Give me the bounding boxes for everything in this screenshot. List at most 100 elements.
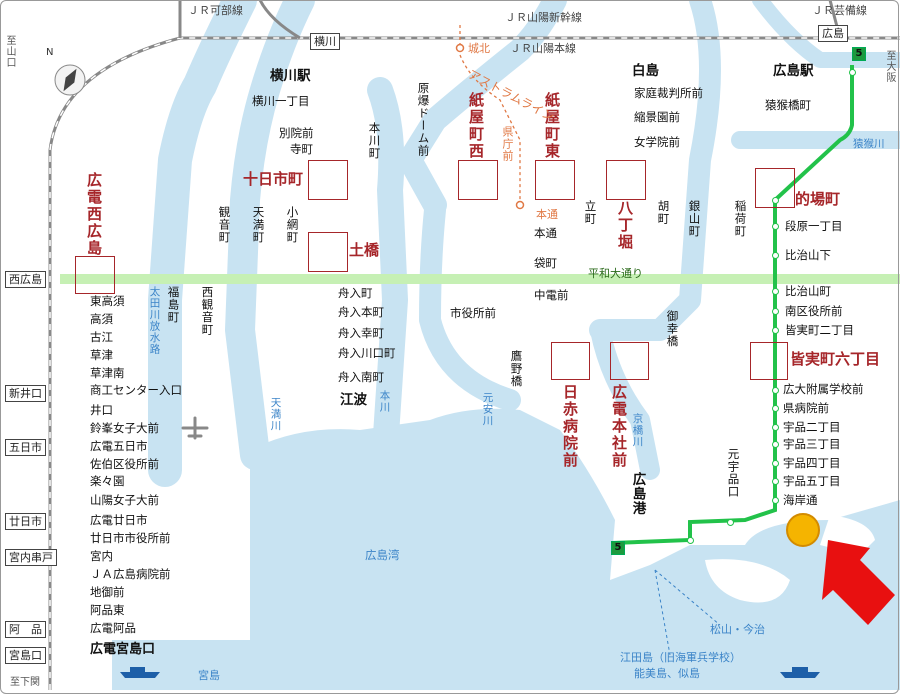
stop-ebisucho: 胡町	[656, 200, 671, 225]
jr-station-hiroshima[interactable]: 広島	[818, 25, 848, 43]
station-dobashi: 土橋	[349, 241, 380, 259]
river-kyobashi: 京橋川	[631, 413, 644, 448]
station-hakushima: 白島	[632, 63, 659, 79]
station-box-nisseki[interactable]	[551, 342, 590, 380]
station-hiroden-nishihiroshima: 広電西広島	[85, 172, 103, 257]
stop-tenmacho: 天満町	[251, 206, 266, 244]
stop-teramachi: 寺町	[290, 142, 313, 156]
station-box-minamimachi6[interactable]	[750, 342, 788, 380]
jr-station-yokogawa[interactable]: 横川	[310, 33, 340, 51]
tram-stop-dot[interactable]	[772, 424, 779, 431]
ferry-nomi: 能美島、似島	[634, 667, 700, 680]
station-matobacho: 的場町	[795, 190, 841, 208]
stop-tatemachi: 立町	[583, 200, 598, 225]
station-box-kamiyacho-higashi[interactable]	[535, 160, 575, 200]
heiwa-odori	[60, 274, 900, 284]
station-box-kamiyacho-nishi[interactable]	[458, 160, 498, 200]
jr-station-miyajimaguchi[interactable]: 宮島口	[5, 647, 46, 665]
stop-betsuin: 別院前	[279, 126, 314, 140]
tram-stop-dot[interactable]	[772, 223, 779, 230]
stop-kenbyoin: 県病院前	[783, 401, 829, 415]
ferry-etajima: 江田島（旧海軍兵学校）	[620, 651, 741, 664]
stop-chuden: 中電前	[534, 288, 569, 302]
pointer-arrow	[822, 540, 895, 625]
stop-funairi-saiwai: 舟入幸町	[338, 326, 384, 340]
station-box-honsha[interactable]	[610, 342, 649, 380]
stop-hijiyama-shita: 比治山下	[785, 248, 831, 262]
station-box-nishihiroshima[interactable]	[75, 256, 115, 294]
stop-funairi-minami: 舟入南町	[338, 370, 384, 384]
jr-station-shinikoguchi[interactable]: 新井口	[5, 385, 46, 403]
station-box-hatchobori[interactable]	[606, 160, 646, 200]
tram-stop-dot[interactable]	[772, 197, 779, 204]
miyajima-line-stop: 草津南	[90, 366, 125, 380]
jr-station-ajina[interactable]: 阿 品	[5, 621, 46, 639]
jr-station-itsukaichi[interactable]: 五日市	[5, 439, 46, 457]
miyajima-line-stop: 商工センター入口	[90, 383, 182, 397]
stop-takanobashi: 鷹野橋	[509, 350, 524, 388]
stop-shukkeien: 縮景園前	[634, 110, 680, 124]
tram-stop-dot[interactable]	[772, 387, 779, 394]
tram-stop-dot[interactable]	[772, 497, 779, 504]
tram-stop-dot[interactable]	[772, 441, 779, 448]
miyajima-line-stop: 広電阿品	[90, 621, 136, 635]
tram-stop-dot[interactable]	[772, 405, 779, 412]
tram-stop-dot[interactable]	[772, 327, 779, 334]
station-hatchobori: 八丁堀	[616, 200, 634, 251]
stop-kateisaiban: 家庭裁判所前	[634, 86, 703, 100]
tram-stop-dot[interactable]	[772, 252, 779, 259]
jr-station-nishihiroshima[interactable]: 西広島	[5, 271, 46, 289]
stop-ginzan: 銀山町	[687, 200, 702, 238]
compass-north: N	[46, 47, 54, 58]
station-box-dobashi[interactable]	[308, 232, 348, 272]
station-box-matobacho[interactable]	[755, 168, 795, 208]
stop-genbaku: 原爆ドーム前	[416, 82, 431, 157]
tram-stop-dot[interactable]	[727, 519, 734, 526]
stop-minamiku: 南区役所前	[785, 304, 843, 318]
stop-shiyakusho: 市役所前	[450, 306, 496, 320]
jr-shinkansen-label: ＪＲ山陽新幹線	[505, 11, 582, 24]
tram-stop-dot[interactable]	[772, 288, 779, 295]
tram-stop-dot[interactable]	[772, 308, 779, 315]
river-motoyasu: 元安川	[481, 392, 494, 427]
water-hiroshima-bay: 広島湾	[365, 548, 400, 562]
miyajima-line-stop: 広電五日市	[90, 439, 148, 453]
jr-sanyo-label: ＪＲ山陽本線	[510, 42, 576, 55]
tram-stop-dot[interactable]	[849, 69, 856, 76]
rivers	[148, 0, 900, 487]
stop-minamimachi2: 皆実町二丁目	[785, 323, 854, 337]
stop-motoujinaguchi: 元宇品口	[726, 448, 741, 498]
miyajima-line-stop: 地御前	[90, 585, 125, 599]
stop-daifuzoku: 広大附属学校前	[783, 382, 864, 396]
stop-funairi-kawaguchi: 舟入川口町	[338, 346, 396, 360]
jr-station-hatsukaichi[interactable]: 廿日市	[5, 513, 46, 531]
stop-hondori: 本通	[534, 226, 557, 240]
ferry-icon	[120, 667, 160, 678]
astram-line	[459, 25, 521, 205]
jr-station-miyauchi[interactable]: 宮内串戸	[5, 549, 57, 567]
station-box-tokaichi[interactable]	[308, 160, 348, 200]
tram-stop-dot[interactable]	[772, 478, 779, 485]
miyajima-line-stop: 広電宮島口	[90, 642, 156, 657]
route-5-badge-hiroshima: 5	[852, 47, 866, 61]
tram-stop-dot[interactable]	[687, 537, 694, 544]
miyajima-line-stop: 宮内	[90, 549, 113, 563]
tram-stop-dot[interactable]	[772, 460, 779, 467]
stop-jogakuin: 女学院前	[634, 135, 680, 149]
station-tokaichimachi: 十日市町	[243, 170, 304, 188]
jr-geibi-label: ＪＲ芸備線	[812, 4, 867, 17]
airplane-icon	[181, 416, 209, 440]
river-enko: 猿猴川	[853, 138, 885, 150]
stop-danbara1: 段原一丁目	[785, 219, 843, 233]
ferry-icon	[780, 667, 820, 678]
astram-jouhoku: 城北	[468, 42, 490, 55]
miyajima-line-stop: 広電廿日市	[90, 513, 148, 527]
stop-koamicho: 小網町	[285, 206, 300, 244]
ferry-matsuyama: 松山・今治	[710, 623, 765, 636]
stop-funairi: 舟入町	[338, 286, 373, 300]
miyajima-line-stop: 佐伯区役所前	[90, 457, 159, 471]
miyajima-line-stop: 鈴峯女子大前	[90, 421, 159, 435]
tram-route-5	[611, 65, 854, 545]
